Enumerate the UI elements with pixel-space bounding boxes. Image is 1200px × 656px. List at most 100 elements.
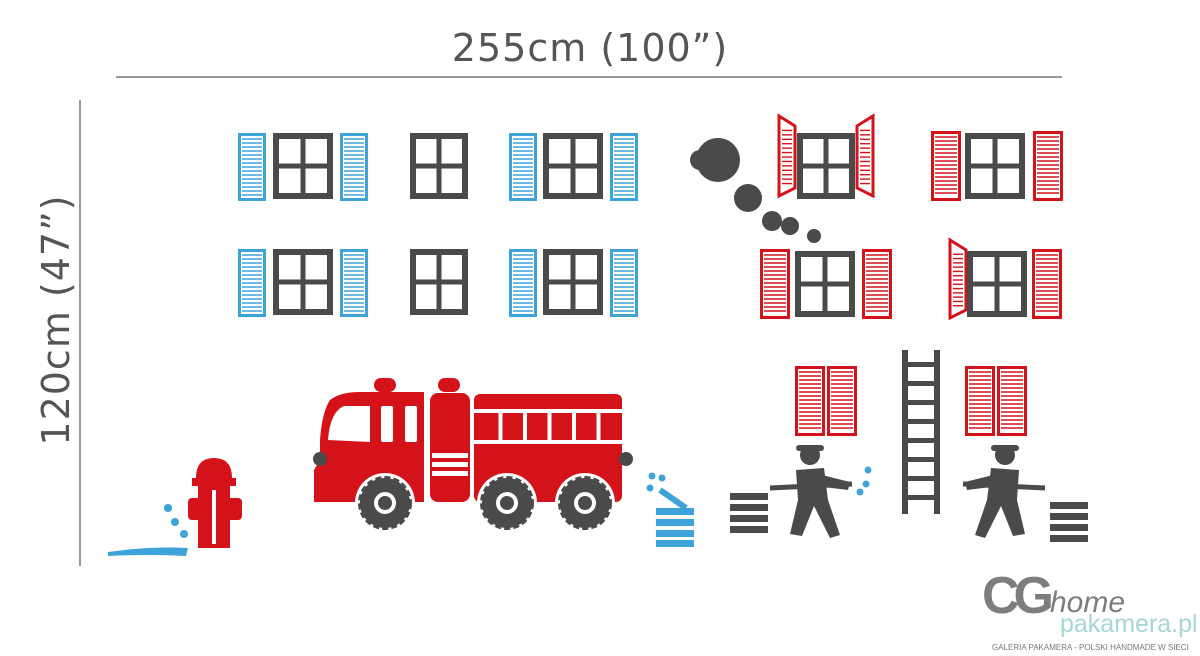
shutter <box>610 249 638 317</box>
hose-layer <box>1050 502 1088 509</box>
ladder-rail <box>902 350 908 514</box>
window <box>543 133 603 199</box>
shutter <box>340 249 368 317</box>
smoke-puff <box>807 229 821 243</box>
ladder-rung <box>902 476 940 481</box>
shutter <box>795 366 825 436</box>
hose-layer <box>1050 513 1088 520</box>
body-divider <box>498 413 503 440</box>
smoke-puff <box>690 150 710 170</box>
window <box>410 133 468 199</box>
firefighter <box>962 445 1046 538</box>
smoke-puff <box>781 217 799 235</box>
water-drop <box>180 530 188 538</box>
firefighter-helmet <box>991 445 1019 451</box>
open-shutter <box>948 237 968 321</box>
hose-layer <box>656 508 694 515</box>
ladder-rung <box>902 457 940 462</box>
ladder-rung <box>902 362 940 367</box>
window <box>410 249 468 315</box>
water-drop <box>164 504 172 512</box>
truck-windshield <box>328 406 370 442</box>
shutter <box>238 249 266 317</box>
window <box>967 251 1027 317</box>
firefighter-hose <box>962 481 1046 491</box>
ladder-rail <box>934 350 940 514</box>
hose-layer <box>656 519 694 526</box>
firefighter <box>769 445 853 538</box>
cab-window <box>381 406 393 442</box>
body-divider <box>596 413 601 440</box>
window <box>273 133 333 199</box>
water-drop <box>658 474 666 482</box>
body-divider <box>547 413 552 440</box>
hose-layer <box>730 526 768 533</box>
shutter <box>509 249 537 317</box>
hose-stack <box>646 472 694 547</box>
height-label: 120cm (47”) <box>34 194 78 446</box>
hose-nozzle <box>658 487 688 511</box>
firefighter-helmet <box>796 445 824 451</box>
watermark-tagline: GALERIA PAKAMERA - POLSKI HANDMADE W SIE… <box>992 643 1189 652</box>
body-stripe <box>474 409 622 413</box>
shutter <box>1033 131 1063 201</box>
wheel-hub <box>500 496 514 510</box>
water-drop <box>648 472 656 480</box>
shutter <box>827 366 857 436</box>
open-shutter <box>777 113 797 199</box>
body-divider <box>572 413 576 440</box>
hose-layer <box>1050 524 1088 531</box>
water-puddle <box>108 547 188 556</box>
shutter <box>862 249 892 319</box>
headlight <box>313 452 327 466</box>
hose-layer <box>730 493 768 500</box>
ladder-rung <box>902 419 940 424</box>
window <box>797 133 855 199</box>
hydrant-collar <box>192 478 236 486</box>
watermark-site: pakamera.pl <box>1060 610 1198 638</box>
siren-light <box>374 378 396 392</box>
smoke-puff <box>734 184 762 212</box>
hose-layer <box>1050 535 1088 542</box>
hose-layer <box>656 530 694 537</box>
hose-layer <box>730 515 768 522</box>
cab-window <box>405 406 417 442</box>
truck-tank <box>430 393 470 502</box>
shutter <box>509 133 537 201</box>
hose-layer <box>730 504 768 511</box>
tank-stripe <box>432 453 468 458</box>
hydrant-highlight <box>212 490 216 544</box>
shutter <box>997 366 1027 436</box>
wheel-hub <box>578 496 592 510</box>
water-drop <box>646 484 654 492</box>
water-drop <box>864 466 872 474</box>
window <box>543 249 603 315</box>
water-drop <box>856 488 864 496</box>
window <box>273 249 333 315</box>
shutter <box>340 133 368 201</box>
siren-light <box>438 378 460 392</box>
shutter <box>238 133 266 201</box>
fire-truck <box>313 378 633 533</box>
window <box>965 133 1025 199</box>
shutter <box>610 133 638 201</box>
body-divider <box>523 413 527 440</box>
ladder-rung <box>902 438 940 443</box>
width-label: 255cm (100”) <box>451 26 729 70</box>
shutter <box>931 131 961 201</box>
hose-layer <box>656 540 694 547</box>
tank-stripe <box>432 462 468 467</box>
wheel-hub <box>378 496 392 510</box>
logo-word: home <box>1050 586 1126 619</box>
ladder-rung <box>902 400 940 405</box>
scene-group <box>108 138 1088 556</box>
water-drop <box>862 480 870 488</box>
shutter <box>965 366 995 436</box>
hydrant-cap <box>196 458 232 478</box>
fire-hydrant <box>108 458 242 556</box>
tank-stripe <box>432 471 468 476</box>
firefighter-hose <box>769 481 853 491</box>
windows-group <box>238 113 1063 436</box>
body-stripe <box>474 440 622 444</box>
